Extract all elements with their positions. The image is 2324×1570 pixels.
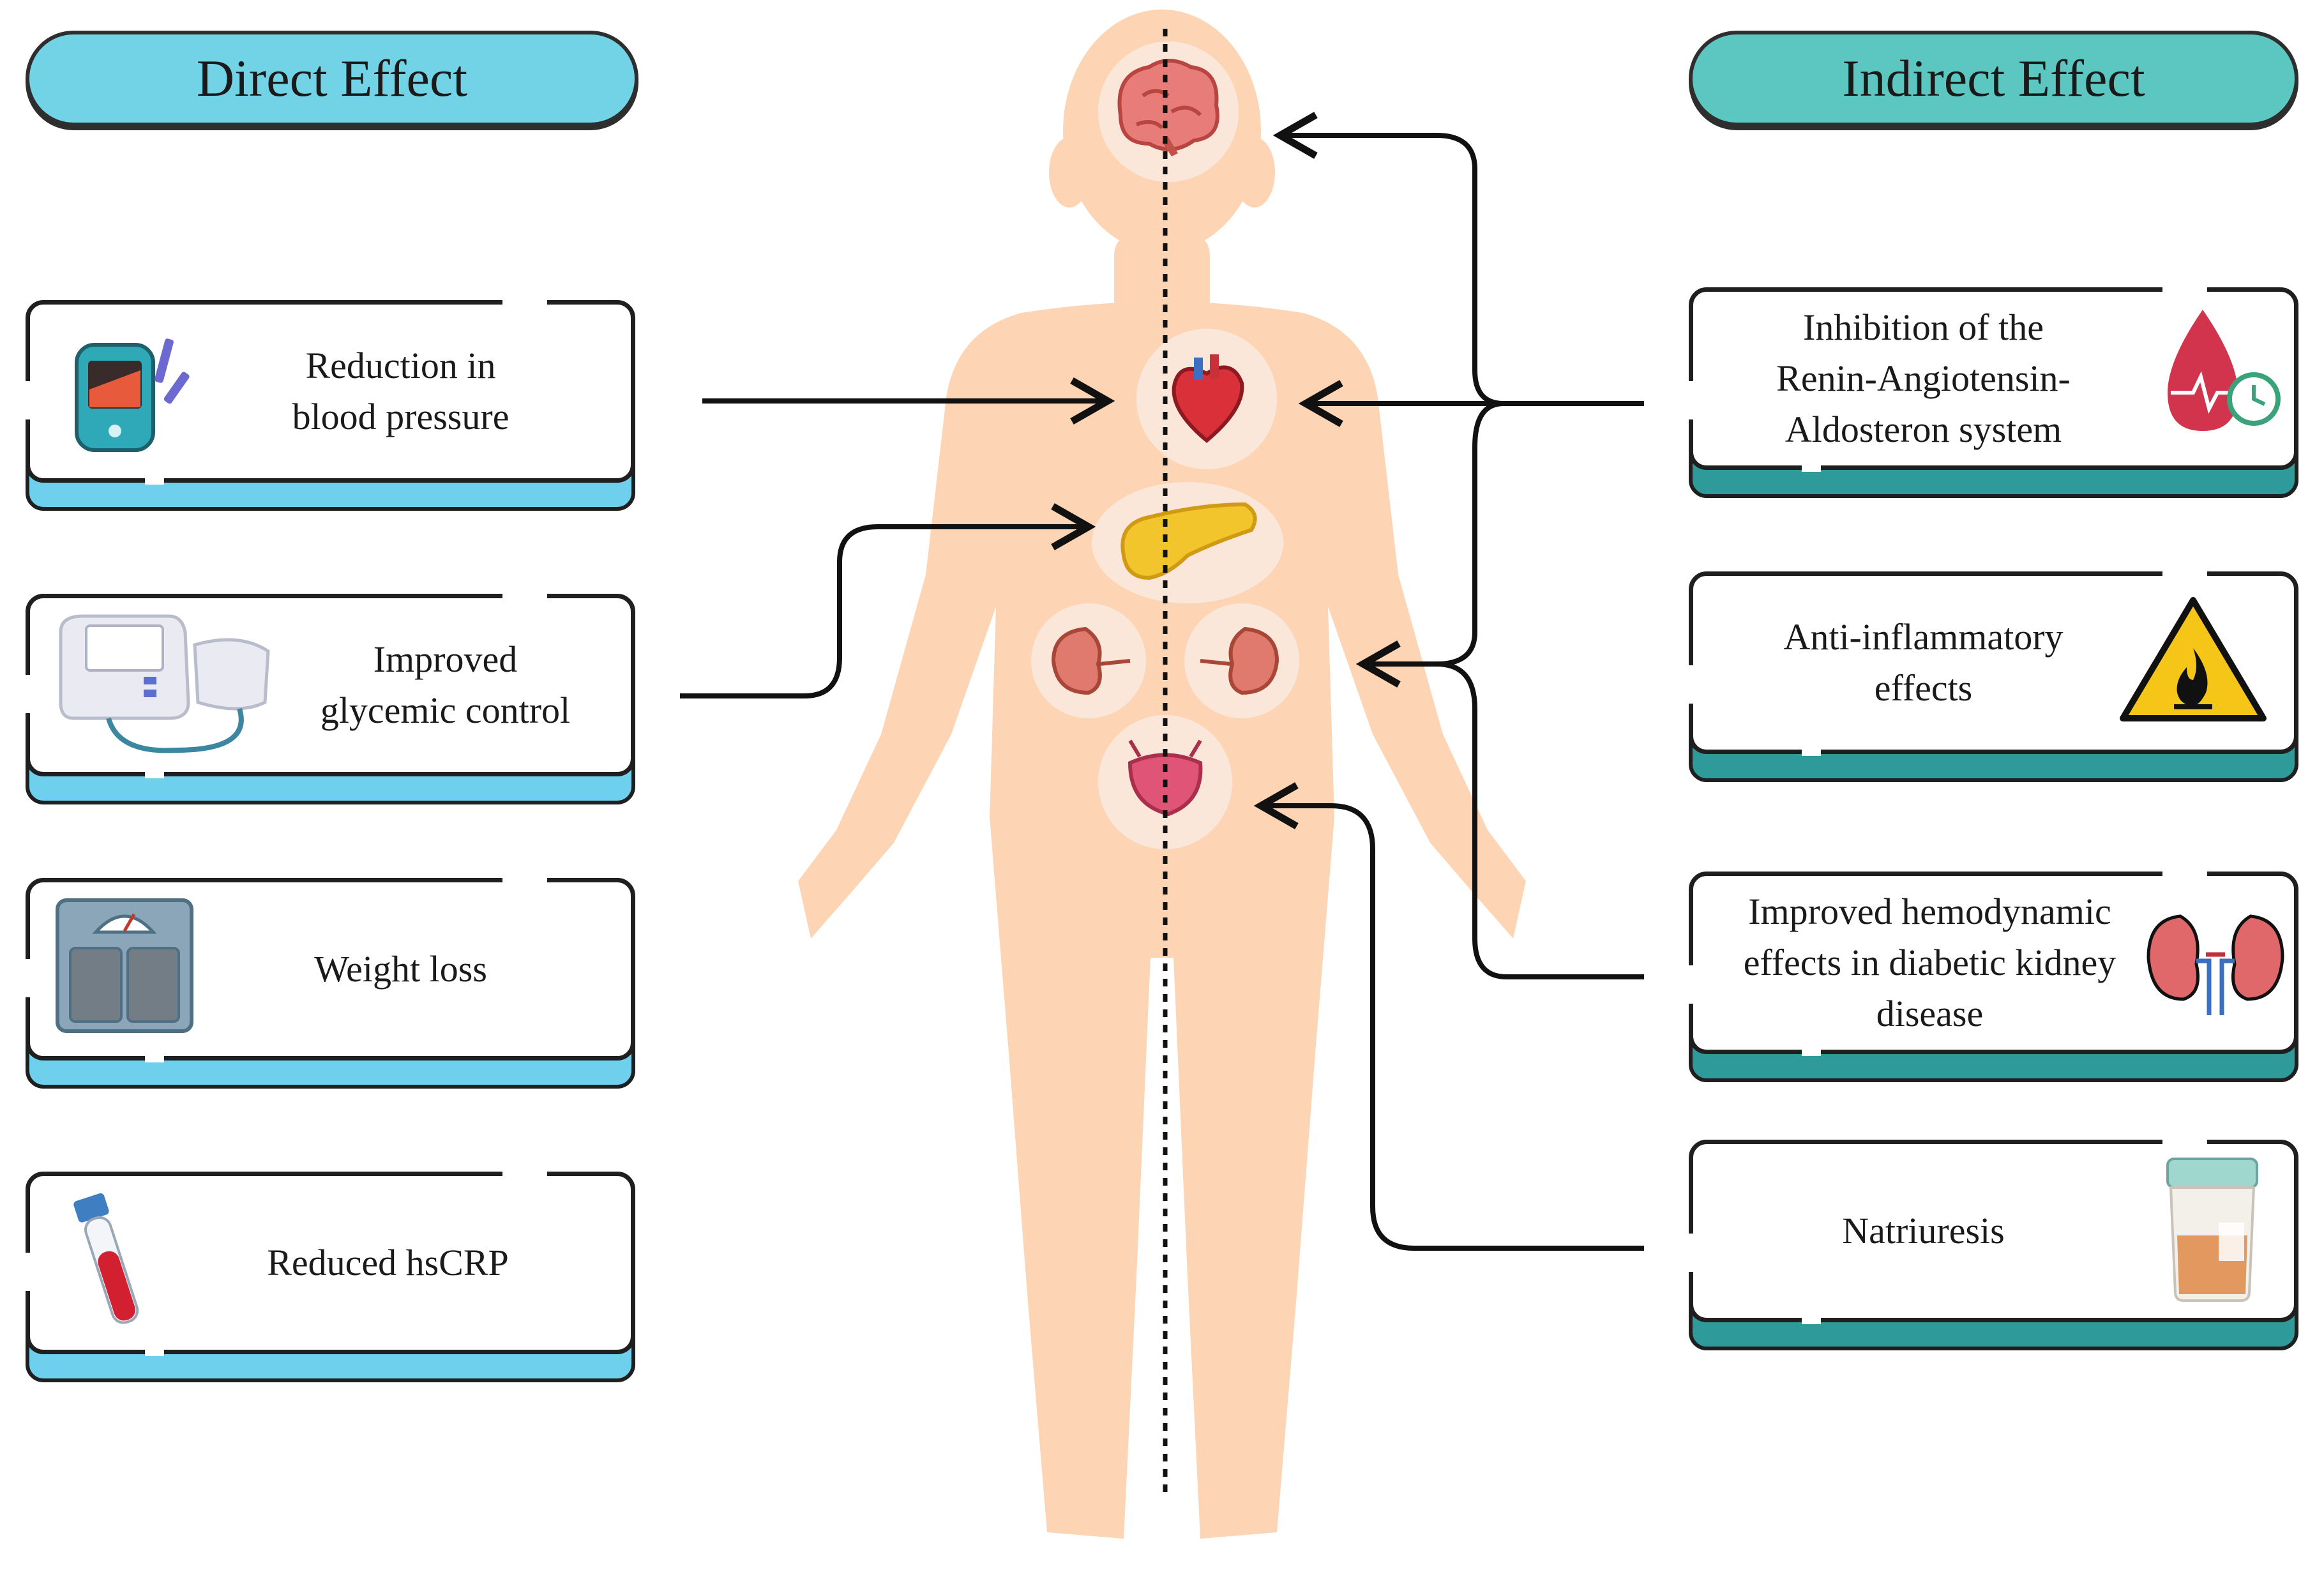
indirect-effect-card-natriuresis: Natriuresis	[1687, 1138, 2298, 1350]
direct-effect-label: Reduced hsCRP	[267, 1242, 509, 1283]
direct-effect-header: Direct Effect	[26, 31, 638, 126]
blood-tube-icon	[73, 1193, 139, 1324]
kidneys-icon	[2147, 914, 2284, 1015]
left-kidney-icon	[1051, 626, 1131, 695]
urine-sample-icon	[2166, 1158, 2258, 1302]
right-kidney-icon	[1200, 626, 1279, 695]
glucometer-icon	[75, 338, 190, 452]
heart-icon	[1172, 354, 1244, 443]
weighing-scale-icon	[56, 898, 193, 1033]
blood-drop-pressure-icon	[2168, 310, 2281, 431]
flammable-warning-icon	[2120, 597, 2267, 721]
direct-effect-card-hscrp: Reduced hsCRP	[24, 1170, 635, 1382]
pancreas-icon	[1120, 502, 1257, 580]
indirect-effect-label: Natriuresis	[1842, 1210, 2005, 1251]
brain-icon	[1117, 59, 1219, 156]
connector-arrows	[680, 112, 1644, 1251]
blood-pressure-monitor-icon	[59, 614, 270, 753]
indirect-effect-header: Indirect Effect	[1689, 31, 2298, 126]
direct-effect-label: Weight loss	[314, 948, 487, 990]
direct-effect-card-weight: Weight loss	[24, 876, 635, 1089]
